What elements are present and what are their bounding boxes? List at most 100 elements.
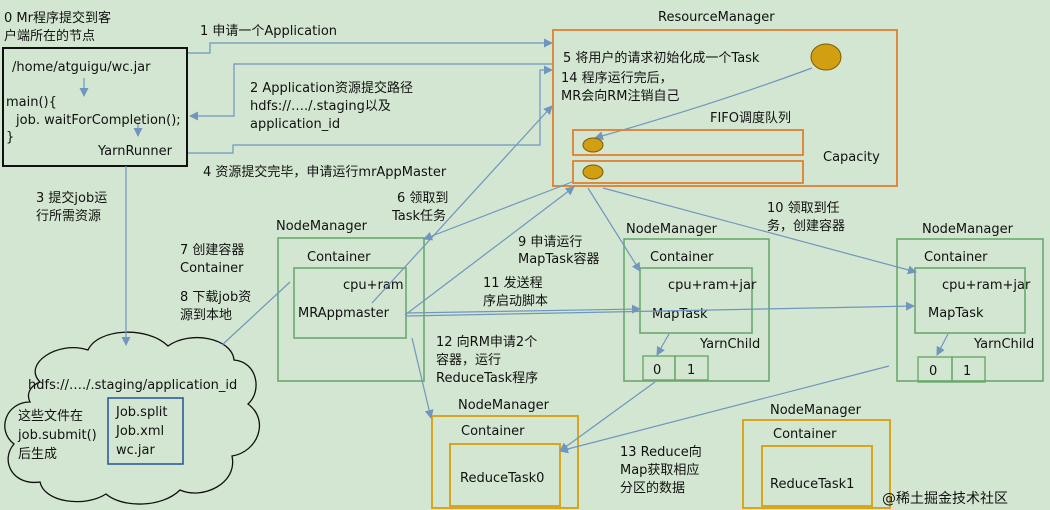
hdfs-note-line2: job.submit() — [17, 428, 97, 443]
nm-app-container-label: Container — [307, 250, 371, 265]
nm-red0-process: ReduceTask0 — [460, 471, 544, 486]
nm-map1-container-label: Container — [650, 250, 714, 265]
nm-map2-partition-0-label: 0 — [929, 364, 937, 379]
nm-map1-resources: cpu+ram+jar — [668, 278, 757, 293]
step2-line3: application_id — [250, 117, 340, 132]
nm-map2-resources: cpu+ram+jar — [942, 278, 1031, 293]
nm-red1-container-label: Container — [773, 427, 837, 442]
nm-map1-container-box — [639, 267, 753, 334]
arrow-step8 — [221, 281, 291, 346]
step8-line2: 源到本地 — [180, 308, 232, 323]
fifo-queue-row1 — [572, 129, 804, 156]
nm-app-resources: cpu+ram — [343, 278, 404, 293]
nm-map1-box — [623, 238, 770, 382]
client-code-line1: main(){ — [6, 95, 57, 110]
nm-red0-container-label: Container — [461, 424, 525, 439]
step12-line1: 12 向RM申请2个 — [436, 334, 537, 350]
nm-red0-box — [431, 415, 579, 509]
step12-line2: 容器，运行 — [436, 352, 501, 368]
arrow-step13-map1 — [559, 381, 656, 452]
queue-task-bubble-1 — [582, 137, 604, 153]
hdfs-file-job-split: Job.split — [115, 405, 168, 420]
nm-red1-title: NodeManager — [770, 403, 862, 418]
step13-line2: Map获取相应 — [620, 462, 699, 478]
nm-map2-process: MapTask — [928, 306, 984, 321]
step3-line1: 3 提交job运 — [36, 190, 107, 206]
resourcemanager-box — [552, 29, 898, 187]
client-jar-path: /home/atguigu/wc.jar — [12, 60, 151, 75]
client-code-line3: } — [6, 130, 14, 145]
step7-line2: Container — [180, 261, 244, 276]
step3-line2: 行所需资源 — [36, 209, 101, 224]
nm-map2-partition-1 — [951, 356, 986, 383]
hdfs-cloud-shape — [4, 331, 261, 505]
step2-line2: hdfs://…./.staging以及 — [250, 99, 391, 114]
nm-app-title: NodeManager — [276, 219, 368, 234]
nm-map1-partition-0-label: 0 — [653, 363, 661, 378]
step13-line3: 分区的数据 — [620, 480, 685, 496]
step11-line1: 11 发送程 — [483, 275, 543, 291]
nm-map2-container-label: Container — [924, 250, 988, 265]
step13-line1: 13 Reduce向 — [620, 444, 702, 460]
nm-app-container-box — [293, 267, 407, 339]
arrow-step6 — [423, 181, 573, 241]
step9-line1: 9 申请运行 — [518, 235, 582, 250]
hdfs-staging-path: hdfs://…./.staging/application_id — [28, 378, 237, 393]
arrow-step4 — [188, 65, 553, 154]
arrow-step12 — [411, 337, 434, 419]
arrow-step10-map2 — [602, 187, 917, 275]
nm-map1-partition-1-label: 1 — [687, 363, 695, 378]
resourcemanager-title: ResourceManager — [658, 10, 775, 25]
arrow-map1-to-partitions — [656, 333, 670, 356]
hdfs-note-line3: 后生成 — [18, 447, 57, 462]
rm-step14-line2: MR会向RM注销自己 — [561, 88, 680, 104]
client-code-line2: job. waitForCompletion(); — [15, 113, 181, 128]
hdfs-file-job-xml: Job.xml — [115, 424, 164, 439]
nm-map2-box — [896, 238, 1044, 382]
arrow-step9 — [404, 186, 575, 316]
step2-line1: 2 Application资源提交路径 — [250, 80, 413, 96]
step6-line1: 6 领取到 — [397, 191, 448, 206]
client-node-box — [2, 47, 188, 167]
rm-step5: 5 将用户的请求初始化成一个Task — [563, 50, 760, 66]
step8-line1: 8 下载job资 — [180, 290, 251, 305]
nm-app-box — [277, 237, 425, 382]
step7-line1: 7 创建容器 — [180, 242, 244, 258]
nm-map2-partition-1-label: 1 — [963, 364, 971, 379]
arrow-step10-map1 — [587, 187, 641, 272]
client-caption-line1: 0 Mr程序提交到客 — [4, 10, 111, 26]
nm-map1-process: MapTask — [652, 307, 708, 322]
fifo-queue-label: FIFO调度队列 — [710, 110, 791, 126]
nm-map2-yarnchild: YarnChild — [973, 337, 1034, 352]
nm-red0-title: NodeManager — [458, 398, 550, 413]
nm-map2-title: NodeManager — [922, 222, 1014, 237]
step11-line2: 序启动脚本 — [483, 293, 548, 309]
step10-line1: 10 领取到任 — [767, 201, 840, 216]
client-caption-line2: 户端所在的节点 — [4, 28, 95, 44]
step10-line2: 务，创建容器 — [767, 218, 845, 234]
nm-app-process: MRAppmaster — [298, 306, 390, 321]
arrow-step11-map2 — [405, 301, 915, 317]
nm-red1-container-box — [761, 445, 873, 507]
yarnrunner-label: YarnRunner — [97, 144, 173, 159]
arrow-step11-map1 — [405, 304, 641, 314]
nm-red1-process: ReduceTask1 — [770, 477, 854, 492]
hdfs-files-box — [107, 397, 184, 465]
task-bubble — [810, 43, 842, 71]
nm-map1-yarnchild: YarnChild — [699, 337, 760, 352]
step12-line3: ReduceTask程序 — [436, 371, 538, 386]
nm-red0-container-box — [449, 443, 561, 507]
watermark: @稀土掘金技术社区 — [882, 491, 1008, 507]
arrow-step1 — [188, 38, 553, 54]
arrow-map2-to-partitions — [936, 333, 949, 356]
arrow-step14 — [371, 105, 553, 304]
step6-line2: Task任务 — [391, 208, 446, 224]
nm-red1-box — [742, 419, 891, 509]
step9-line2: MapTask容器 — [518, 251, 600, 267]
arrow-step2 — [189, 63, 552, 121]
arrow-step13-map2 — [559, 365, 890, 454]
nm-map1-partition-1 — [674, 355, 709, 381]
step4-label: 4 资源提交完毕，申请运行mrAppMaster — [203, 164, 447, 180]
rm-step14-line1: 14 程序运行完后， — [561, 71, 673, 86]
